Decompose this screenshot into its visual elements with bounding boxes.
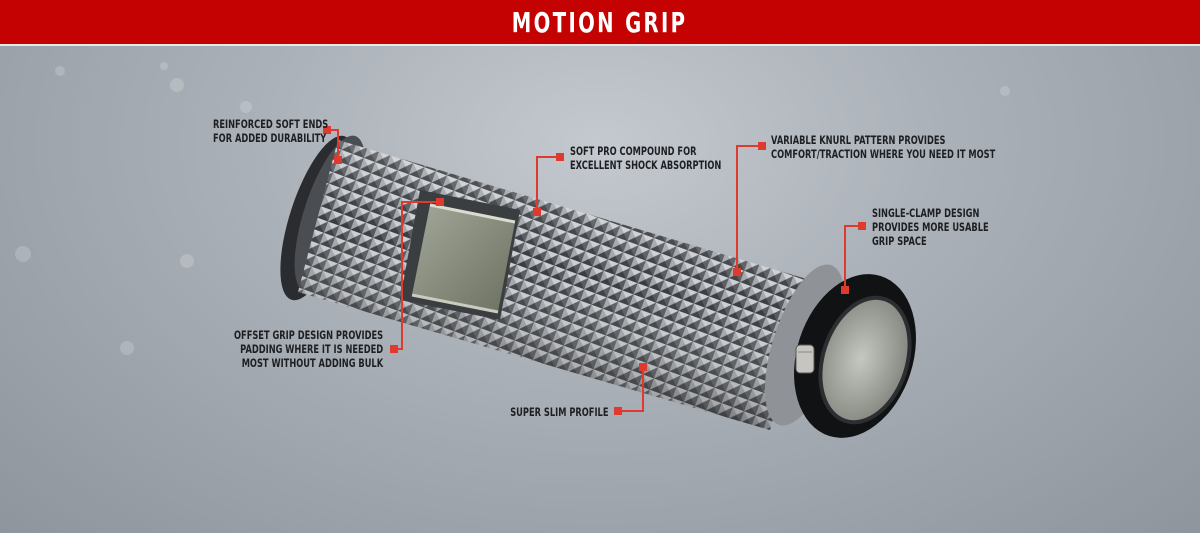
product-feature-stage (0, 46, 1200, 533)
bokeh-dot (180, 254, 194, 268)
bokeh-dot (120, 341, 134, 355)
bokeh-dot (15, 246, 31, 262)
callout-line: FOR ADDED DURABILITY (213, 131, 327, 145)
callout-pro-compound: SOFT PRO COMPOUND FOR EXCELLENT SHOCK AB… (570, 144, 721, 172)
callout-line: OFFSET GRIP DESIGN PROVIDES (233, 328, 383, 342)
callout-line: REINFORCED SOFT ENDS (213, 117, 329, 131)
bokeh-dot (160, 62, 168, 70)
callout-line: EXCELLENT SHOCK ABSORPTION (570, 158, 722, 172)
callout-line: GRIP SPACE (872, 234, 927, 248)
callout-line: SUPER SLIM PROFILE (509, 405, 608, 419)
callout-soft-ends: REINFORCED SOFT ENDS FOR ADDED DURABILIT… (213, 117, 328, 145)
callout-line: SINGLE-CLAMP DESIGN (872, 206, 980, 220)
callout-line: VARIABLE KNURL PATTERN PROVIDES (771, 133, 946, 147)
title-banner: MOTION GRIP (0, 0, 1200, 46)
callout-line: MOST WITHOUT ADDING BULK (241, 356, 383, 370)
callout-line: COMFORT/TRACTION WHERE YOU NEED IT MOST (771, 147, 996, 161)
bokeh-dot (170, 78, 184, 92)
bokeh-dot (55, 66, 65, 76)
callout-line: SOFT PRO COMPOUND FOR (570, 144, 697, 158)
page-title: MOTION GRIP (512, 5, 688, 39)
bokeh-dot (1000, 86, 1010, 96)
bokeh-dot (240, 101, 252, 113)
callout-single-clamp: SINGLE-CLAMP DESIGN PROVIDES MORE USABLE… (872, 206, 989, 248)
callout-knurl-pattern: VARIABLE KNURL PATTERN PROVIDES COMFORT/… (771, 133, 995, 161)
callout-offset-grip: OFFSET GRIP DESIGN PROVIDES PADDING WHER… (234, 328, 383, 370)
callout-line: PADDING WHERE IT IS NEEDED (240, 342, 383, 356)
grip-product-illustration (280, 126, 916, 438)
callout-line: PROVIDES MORE USABLE (872, 220, 989, 234)
callout-slim-profile: SUPER SLIM PROFILE (510, 405, 608, 419)
